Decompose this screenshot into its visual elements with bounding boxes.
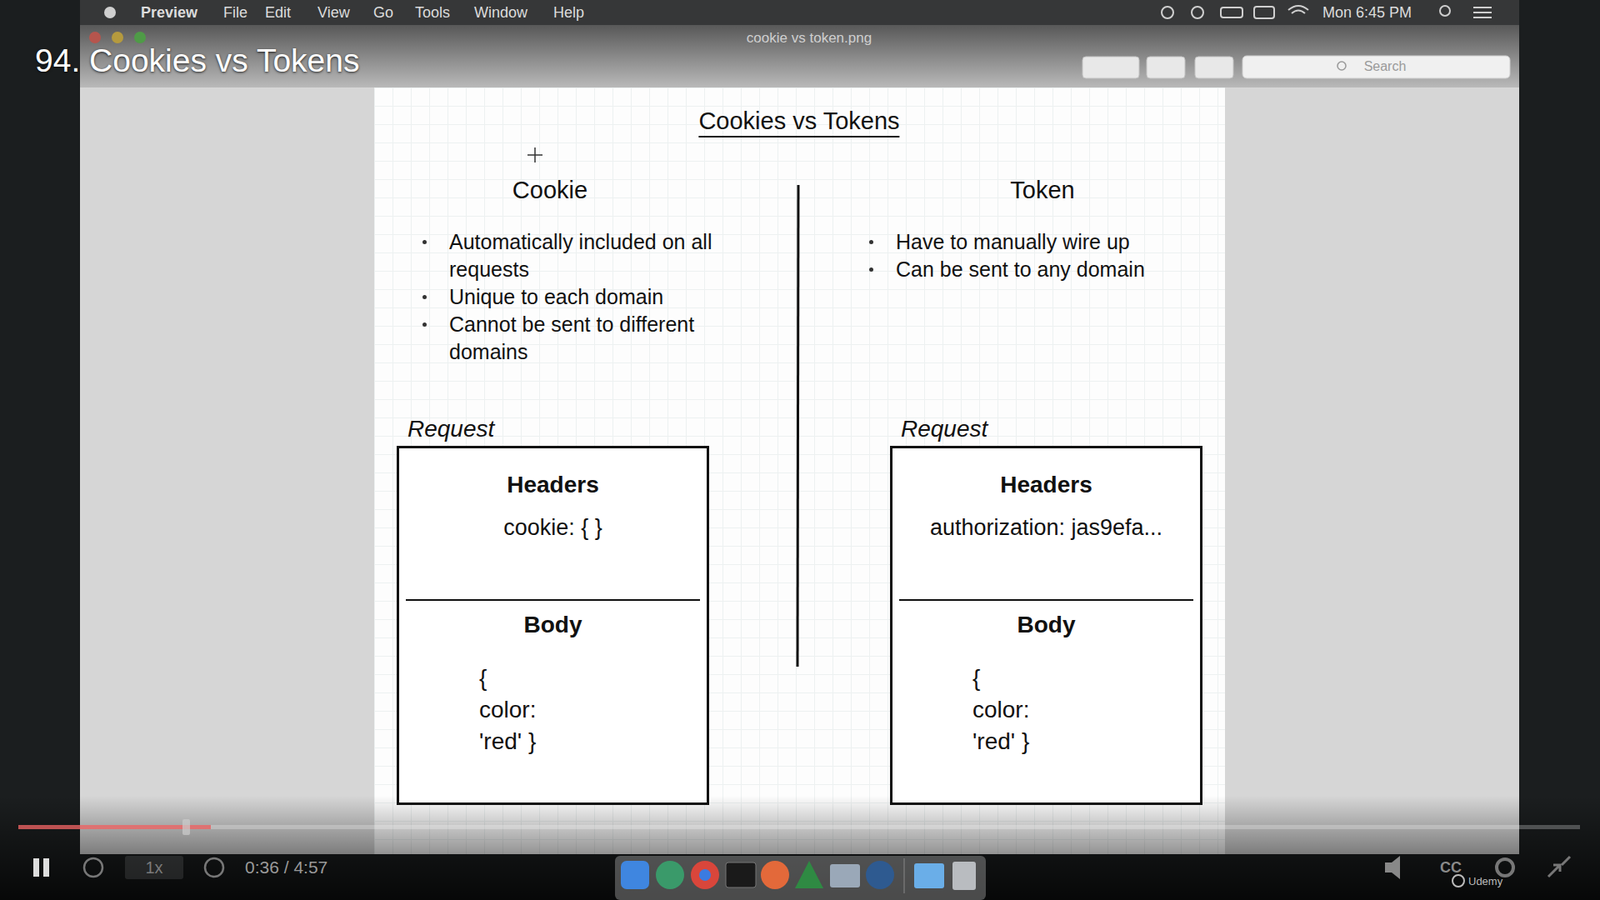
progress-knob	[182, 819, 190, 835]
dock-icon	[620, 860, 650, 890]
settings-icon	[1496, 859, 1514, 876]
body-section: Body { color: 'red' }	[405, 599, 700, 803]
rewind-icon	[84, 858, 103, 877]
bullet-dot	[422, 295, 427, 300]
body-code: { color: 'red' }	[972, 662, 1043, 758]
search-placeholder: Search	[1364, 59, 1407, 75]
bullet-dot	[869, 267, 874, 272]
section-heading: Headers	[506, 471, 600, 499]
dock-icon	[795, 860, 824, 889]
request-box: RequestHeadersauthorization: jas9efa...B…	[890, 445, 1203, 805]
fullscreen-icon	[1548, 856, 1570, 877]
video-time: 0:36 / 4:57	[245, 857, 328, 878]
close-button	[89, 31, 101, 44]
headers-section: Headers authorization: jas9efa...	[892, 448, 1200, 600]
udemy-logo	[1452, 875, 1465, 887]
status-icon	[1220, 7, 1243, 18]
cursor-cross	[527, 147, 543, 163]
status-icon	[1191, 6, 1204, 19]
toolbox-button	[1195, 56, 1234, 79]
captions-button: CC	[1440, 859, 1462, 877]
menu-item: Go	[373, 4, 394, 22]
zoom-button	[134, 31, 146, 44]
dock-icon	[865, 860, 895, 890]
dock-icon	[952, 861, 976, 890]
bullet-text: Unique to each domain	[449, 283, 758, 311]
section-heading: Body	[1017, 611, 1076, 639]
dock-icon	[830, 864, 860, 888]
bullet-dot	[422, 240, 427, 245]
request-heading: Request	[407, 415, 495, 443]
header-value: authorization: jas9efa...	[930, 515, 1163, 541]
volume-icon	[1385, 855, 1400, 880]
search-field	[1242, 55, 1510, 79]
column-heading: Token	[1010, 176, 1075, 205]
diagram-title: Cookies vs Tokens	[698, 107, 900, 138]
body-code: { color: 'red' }	[479, 662, 550, 758]
speed-box	[125, 855, 184, 880]
markup-button	[1082, 56, 1140, 79]
forward-icon	[205, 858, 224, 877]
body-section: Body { color: 'red' }	[899, 599, 1194, 803]
section-heading: Headers	[1000, 471, 1093, 499]
bullet-dot	[422, 322, 427, 327]
menu-item: File	[223, 4, 248, 22]
bullet-text: Automatically included on all requests	[449, 228, 758, 284]
dock-icon	[655, 860, 685, 890]
dock-icon	[914, 863, 945, 889]
menu-item: Tools	[415, 4, 450, 22]
menu-item: Help	[553, 4, 585, 22]
bullet-dot	[869, 240, 874, 245]
header-value: cookie: { }	[503, 515, 603, 541]
menu-item: Preview	[140, 4, 198, 22]
divider-line	[797, 185, 799, 667]
minimize-button	[111, 31, 124, 44]
request-box: RequestHeaderscookie: { }Body{ color: 'r…	[396, 445, 710, 805]
battery-icon	[1254, 6, 1275, 19]
rotate-button	[1146, 56, 1185, 79]
video-title: 94. Cookies vs Tokens	[35, 42, 360, 80]
dock-separator	[904, 858, 905, 894]
dock-icon	[699, 869, 711, 881]
dock-icon	[760, 860, 790, 890]
headers-section: Headers cookie: { }	[399, 448, 707, 600]
request-heading: Request	[900, 415, 988, 443]
menu-item: Window	[474, 4, 528, 22]
menu-item: Edit	[265, 4, 291, 22]
menu-item: View	[317, 4, 350, 22]
search-glass	[1337, 61, 1346, 70]
section-heading: Body	[524, 611, 583, 639]
controls-shade	[0, 795, 1600, 900]
wifi-icon	[1288, 5, 1309, 14]
apple-logo	[104, 6, 116, 19]
pause-icon	[43, 858, 50, 877]
window-title: cookie vs token.png	[746, 30, 872, 47]
dock	[615, 855, 986, 900]
bullet-text: Have to manually wire up	[895, 228, 1213, 256]
menu-clock: Mon 6:45 PM	[1322, 4, 1412, 22]
udemy-logo-text: Udemy	[1468, 875, 1503, 888]
dock-icon	[725, 862, 756, 888]
column-heading: Cookie	[512, 176, 588, 205]
speed-label: 1x	[145, 858, 163, 878]
progress-played	[18, 825, 211, 830]
search-icon	[1440, 5, 1450, 16]
pause-icon	[33, 858, 40, 877]
list-icon	[1473, 7, 1492, 18]
bullet-text: Can be sent to any domain	[895, 255, 1213, 284]
dock-icon	[690, 860, 720, 890]
status-icon	[1161, 6, 1174, 19]
progress-track	[18, 825, 1580, 830]
bullet-text: Cannot be sent to different domains	[449, 310, 758, 366]
